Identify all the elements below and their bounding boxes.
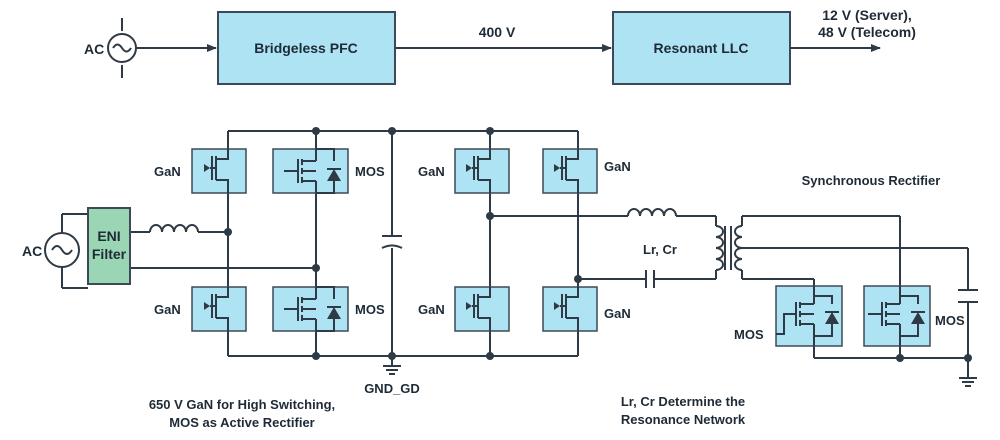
gan-label-llc-bottom-right: GaN (604, 306, 631, 321)
output-label-line1: 12 V (Server), (822, 7, 912, 23)
gan-label-llc-top-left: GaN (418, 164, 445, 179)
mos-label-sync-right: MOS (935, 313, 965, 328)
bulk-capacitor-icon (381, 235, 403, 249)
gan-llc-top-left-icon (454, 148, 510, 194)
caption-left-line1: 650 V GaN for High Switching, (149, 397, 335, 412)
junction-dots (224, 127, 972, 362)
mos-rectifier-bottom-icon (272, 286, 349, 332)
gan-llc-bottom-right-icon (542, 286, 598, 332)
emi-filter-label-line2: Filter (92, 246, 127, 262)
top-block-diagram: AC Bridgeless PFC 400 V Resonant LLC 12 … (84, 7, 916, 85)
emi-filter-label-line1: ENI (97, 228, 120, 244)
transformer-icon (715, 225, 756, 271)
bridgeless-pfc-block (217, 11, 396, 85)
gan-pfc-bottom-icon (191, 286, 247, 332)
output-label-line2: 48 V (Telecom) (818, 24, 916, 40)
gan-label-llc-top-right: GaN (604, 159, 631, 174)
mos-rectifier-top-icon (272, 148, 349, 194)
gan-label-pfc-top: GaN (154, 164, 181, 179)
mos-label-pfc-bottom: MOS (355, 302, 385, 317)
sync-rectifier-label: Synchronous Rectifier (802, 173, 941, 188)
schematic-ac-source-icon (44, 232, 80, 268)
ground-label: GND_GD (364, 381, 420, 396)
gan-pfc-top-icon (191, 148, 247, 194)
resonant-label: Lr, Cr (643, 242, 677, 257)
gan-label-llc-bottom-left: GaN (418, 302, 445, 317)
gan-label-pfc-bottom: GaN (154, 302, 181, 317)
emi-filter-block (87, 207, 131, 285)
bus-voltage-label: 400 V (479, 24, 516, 40)
resonant-capacitor-icon (645, 270, 655, 288)
gan-llc-top-right-icon (542, 148, 598, 194)
resonant-llc-label: Resonant LLC (654, 40, 749, 56)
output-ground-icon (959, 377, 977, 387)
ground-symbol-icon (383, 365, 401, 375)
bridgeless-pfc-label: Bridgeless PFC (254, 40, 357, 56)
caption-right-line2: Resonance Network (621, 412, 746, 427)
caption-right-line1: Lr, Cr Determine the (621, 394, 745, 409)
resonant-inductor-icon (627, 208, 677, 217)
output-capacitor-icon (958, 289, 978, 303)
mos-label-sync-left: MOS (734, 327, 764, 342)
caption-left-line2: MOS as Active Rectifier (169, 415, 314, 430)
mos-label-pfc-top: MOS (355, 164, 385, 179)
resonant-llc-block (612, 11, 791, 85)
pfc-inductor-icon (149, 224, 199, 233)
top-ac-source-icon (107, 18, 137, 78)
schematic-ac-label: AC (22, 243, 42, 259)
sync-rectifier-left-icon (775, 285, 843, 347)
top-ac-label: AC (84, 41, 104, 57)
sync-rectifier-right-icon (863, 285, 931, 347)
gan-llc-bottom-left-icon (454, 286, 510, 332)
